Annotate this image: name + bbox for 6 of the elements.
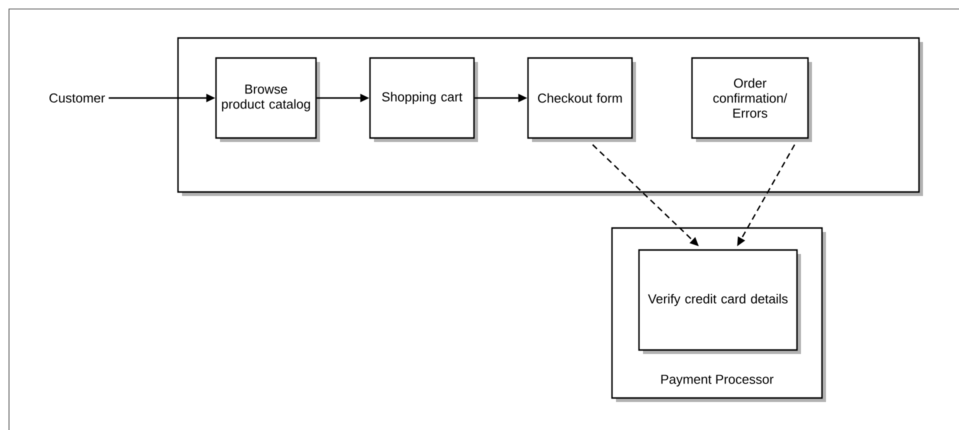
actor-label: Customer bbox=[50, 93, 105, 103]
process-box: Shopping cart bbox=[369, 57, 478, 142]
process-box: Checkout form bbox=[527, 57, 636, 142]
process-box: Order confirmation/ Errors bbox=[691, 57, 812, 142]
process-box: Verify credit card details bbox=[638, 249, 801, 354]
process-box: Browse product catalog bbox=[215, 57, 320, 142]
